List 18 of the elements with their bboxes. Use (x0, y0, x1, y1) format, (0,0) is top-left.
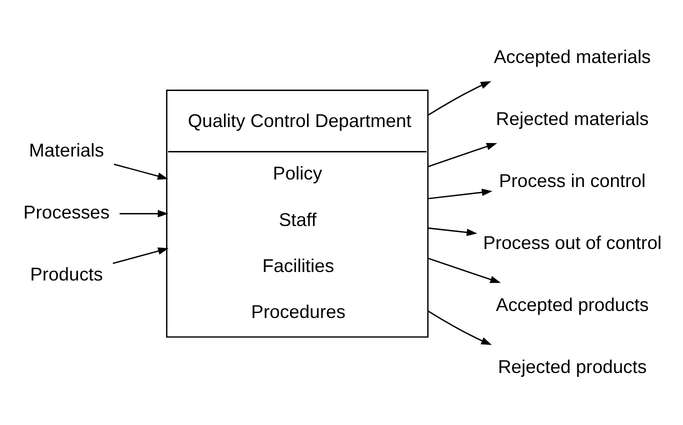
node-text: Accepted products (496, 293, 649, 314)
node-text: Products (30, 263, 103, 284)
arrow (120, 209, 168, 217)
arrow (112, 246, 169, 264)
arrow (428, 142, 498, 167)
node-text: Process in control (498, 169, 646, 190)
node-text: Accepted materials (494, 45, 651, 66)
node-text: Rejected materials (496, 107, 649, 128)
arrow (428, 310, 492, 344)
node-text: Materials (29, 139, 104, 160)
arrow (428, 226, 478, 236)
arrow (428, 257, 501, 283)
arrow (114, 163, 168, 180)
node-text: Process out of control (483, 231, 662, 252)
arrow (428, 188, 492, 199)
node-text: Rejected products (498, 355, 647, 376)
node-text: Processes (23, 201, 110, 222)
arrow (428, 80, 492, 116)
